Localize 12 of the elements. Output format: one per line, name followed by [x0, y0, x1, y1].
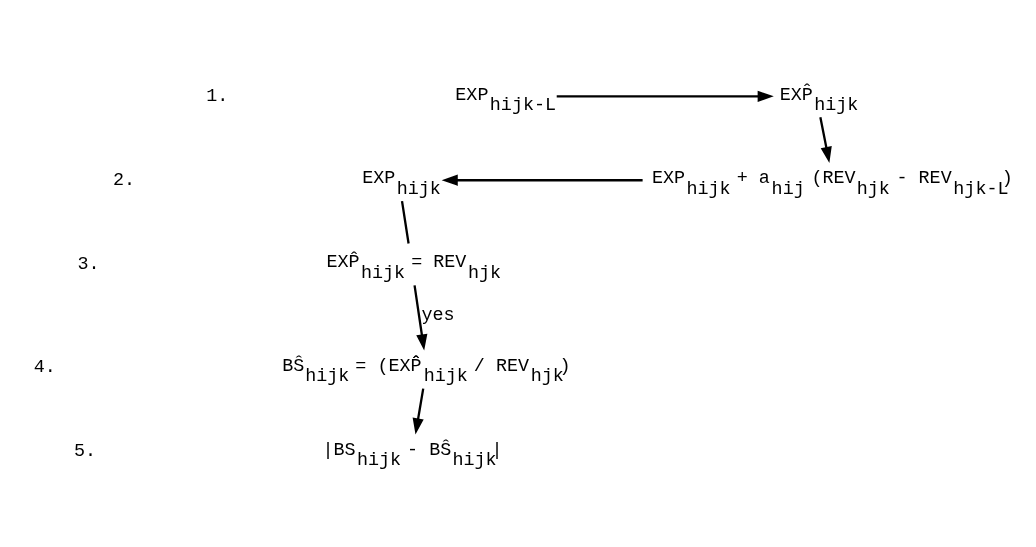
edge-label: yes	[421, 304, 455, 326]
arrow	[413, 284, 428, 350]
arrow	[412, 387, 425, 434]
label: 4.	[33, 356, 56, 378]
arrow	[556, 90, 774, 102]
arrow	[819, 116, 832, 163]
label: 2.	[113, 169, 136, 191]
label: 5.	[73, 440, 97, 462]
label: 1.	[206, 85, 229, 107]
arrow	[441, 174, 643, 186]
label: 3.	[77, 253, 100, 275]
connector	[400, 200, 410, 244]
